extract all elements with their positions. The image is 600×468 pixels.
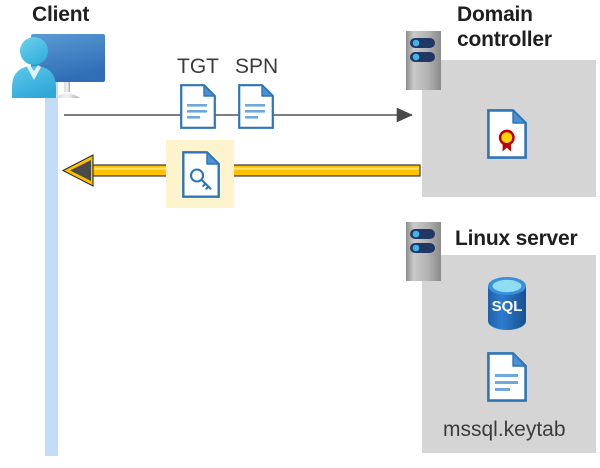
response-arrow [61, 154, 421, 187]
client-workstation-icon [6, 26, 110, 102]
client-title: Client [32, 3, 90, 26]
certificate-document-icon [487, 109, 527, 159]
spn-document-icon [238, 84, 274, 129]
tgt-label: TGT [177, 55, 219, 78]
linux-server-icon [406, 222, 441, 281]
sql-database-icon: SQL [485, 277, 529, 330]
client-lifeline [45, 62, 58, 456]
linux-server-title: Linux server [455, 227, 578, 250]
keytab-document-icon [487, 352, 527, 402]
sql-badge-text: SQL [492, 298, 523, 315]
service-ticket-key-document-icon [182, 151, 220, 198]
domain-controller-server-icon [406, 31, 441, 90]
keytab-filename-label: mssql.keytab [443, 418, 566, 441]
domain-controller-title: Domain controller [457, 3, 552, 51]
spn-label: SPN [235, 55, 279, 78]
tgt-document-icon [180, 84, 216, 129]
